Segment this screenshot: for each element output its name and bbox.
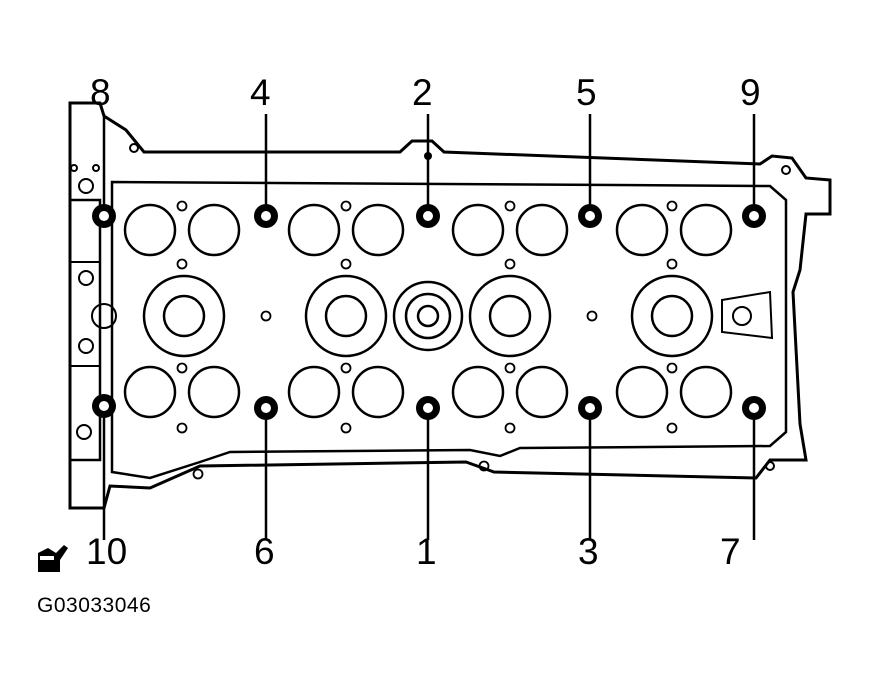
valve-hole — [123, 203, 177, 257]
head-bolt-center-6 — [261, 403, 271, 413]
camshaft-journals — [142, 274, 714, 358]
journal-bore — [488, 294, 532, 338]
head-bolt-center-5 — [585, 211, 595, 221]
left-end-plate — [68, 198, 102, 462]
dowel-hole — [340, 362, 352, 374]
bolt-2-marker — [424, 152, 432, 160]
head-bolt-center-4 — [261, 211, 271, 221]
bolt-label-6: 6 — [254, 531, 275, 572]
dowel-holes — [176, 200, 678, 480]
dowel-hole — [504, 200, 516, 212]
dowel-hole — [340, 422, 352, 434]
journal-bore — [324, 294, 368, 338]
dowel-hole — [176, 422, 188, 434]
figure-code: G03033046 — [37, 594, 152, 617]
journal-bore — [162, 294, 206, 338]
dowel-hole — [478, 460, 490, 472]
bolt-label-8: 8 — [90, 72, 111, 113]
dowel-hole — [666, 258, 678, 270]
dowel-hole — [260, 310, 272, 322]
bolt-label-5: 5 — [576, 72, 597, 113]
valve-hole — [451, 203, 505, 257]
dowel-hole — [666, 200, 678, 212]
journal-ring — [468, 274, 552, 358]
dowel-hole — [586, 310, 598, 322]
dowel-hole — [192, 468, 204, 480]
head-bolt-center-7 — [749, 403, 759, 413]
valve-hole — [679, 365, 733, 419]
dowel-hole — [666, 422, 678, 434]
dowel-hole — [176, 200, 188, 212]
bolt-label-7: 7 — [720, 531, 741, 572]
dowel-hole — [504, 422, 516, 434]
dowel-hole — [340, 200, 352, 212]
head-bolt-center-2 — [423, 211, 433, 221]
valve-hole — [615, 203, 669, 257]
valve-hole — [123, 365, 177, 419]
dowel-hole — [176, 362, 188, 374]
head-bolt-center-1 — [423, 403, 433, 413]
bolt-label-10: 10 — [86, 531, 127, 572]
valve-hole — [287, 365, 341, 419]
valve-hole — [351, 365, 405, 419]
valve-holes — [123, 203, 733, 419]
dowel-hole — [340, 258, 352, 270]
journal-ring — [142, 274, 226, 358]
dowel-hole — [504, 258, 516, 270]
journal-ring — [304, 274, 388, 358]
head-bolts — [92, 152, 766, 420]
inner-outline — [110, 180, 788, 480]
head-bolt-center-9 — [749, 211, 759, 221]
bolt-label-1: 1 — [416, 531, 437, 572]
head-bolt-center-3 — [585, 403, 595, 413]
head-bolt-center-8 — [99, 211, 109, 221]
valve-hole — [351, 203, 405, 257]
journal-bore — [650, 294, 694, 338]
center-plug-ring — [392, 280, 464, 352]
valve-hole — [187, 365, 241, 419]
dowel-hole — [666, 362, 678, 374]
journal-ring — [630, 274, 714, 358]
bolt-label-9: 9 — [740, 72, 761, 113]
head-bolt-center-10 — [99, 401, 109, 411]
bolt-labels: 1 2 3 4 5 6 7 8 9 10 — [86, 72, 761, 572]
valve-hole — [187, 203, 241, 257]
valve-hole — [515, 203, 569, 257]
oil-can-icon — [38, 545, 68, 572]
bolt-leaders — [102, 114, 756, 540]
end-plate-bolts — [70, 143, 791, 471]
bolt-label-3: 3 — [578, 531, 599, 572]
dowel-hole — [176, 258, 188, 270]
bolt-label-2: 2 — [412, 72, 433, 113]
valve-hole — [679, 203, 733, 257]
cylinder-head-outline — [68, 101, 832, 510]
valve-hole — [451, 365, 505, 419]
valve-hole — [515, 365, 569, 419]
dowel-hole — [504, 362, 516, 374]
bolt-label-4: 4 — [250, 72, 271, 113]
right-end-feature — [721, 290, 774, 340]
valve-hole — [287, 203, 341, 257]
valve-hole — [615, 365, 669, 419]
